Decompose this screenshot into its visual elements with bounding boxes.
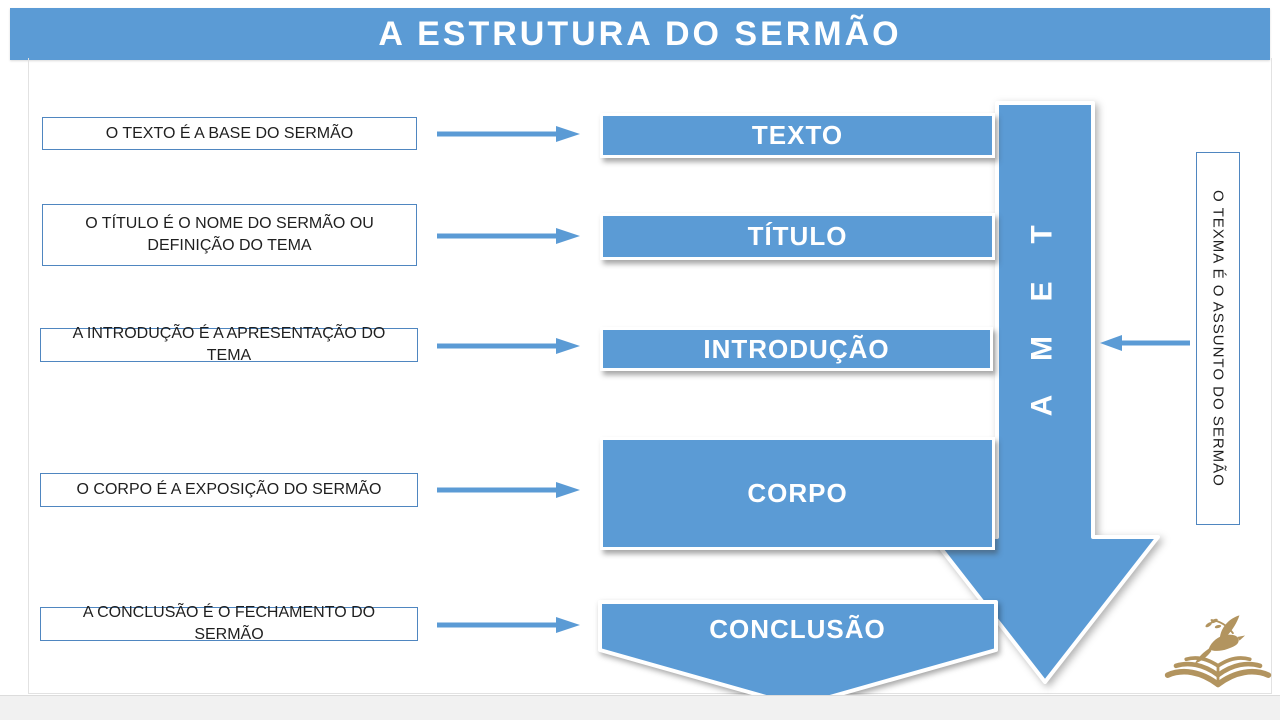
note-text: O TÍTULO É O NOME DO SERMÃO OU DEFINIÇÃO…	[85, 215, 374, 254]
stage-label: TÍTULO	[747, 221, 848, 251]
stage-label: CONCLUSÃO	[709, 613, 886, 644]
note-box-conclusao: A CONCLUSÃO É O FECHAMENTO DO SERMÃO	[40, 604, 418, 643]
tema-vertical-label: T E M A	[1012, 206, 1072, 434]
slide-bottom-margin	[0, 695, 1280, 720]
arrow-right-icon	[437, 126, 580, 142]
arrow-right-icon	[437, 228, 580, 244]
arrow-right-icon	[437, 338, 580, 354]
arrow-left-icon	[1100, 335, 1190, 351]
stage-label-conclusao: CONCLUSÃO	[600, 610, 995, 648]
note-box-titulo: O TÍTULO É O NOME DO SERMÃO OU DEFINIÇÃO…	[42, 204, 417, 266]
tema-letter: E	[1025, 281, 1059, 302]
note-text: A INTRODUÇÃO É A APRESENTAÇÃO DO TEMA	[72, 325, 386, 364]
tema-letter: A	[1025, 394, 1059, 417]
side-note-box: O TEXMA É O ASSUNTO DO SERMÃO	[1196, 152, 1240, 525]
stage-label: CORPO	[747, 478, 848, 508]
stage-box-conclusao	[598, 600, 998, 708]
dove-book-logo	[1164, 615, 1272, 688]
note-box-introducao: A INTRODUÇÃO É A APRESENTAÇÃO DO TEMA	[40, 325, 418, 364]
slide-title: A ESTRUTURA DO SERMÃO	[378, 14, 902, 53]
note-box-texto: O TEXTO É A BASE DO SERMÃO	[42, 117, 417, 150]
side-note-text: O TEXMA É O ASSUNTO DO SERMÃO	[1209, 190, 1227, 487]
stage-label: INTRODUÇÃO	[703, 333, 890, 364]
tema-letter: M	[1025, 336, 1059, 361]
stage-box-corpo: CORPO	[600, 437, 995, 550]
arrow-right-icon	[437, 482, 580, 498]
stage-box-titulo: TÍTULO	[600, 213, 995, 260]
note-text: O CORPO É A EXPOSIÇÃO DO SERMÃO	[76, 481, 382, 499]
title-bar: A ESTRUTURA DO SERMÃO	[10, 8, 1270, 60]
arrow-right-icon	[437, 617, 580, 633]
stage-box-introducao: INTRODUÇÃO	[600, 327, 993, 371]
note-text: O TEXTO É A BASE DO SERMÃO	[105, 124, 354, 142]
stage-label: TEXTO	[751, 120, 844, 150]
tema-letter: T	[1025, 225, 1059, 244]
note-text: A CONCLUSÃO É O FECHAMENTO DO SERMÃO	[82, 604, 376, 643]
stage-box-texto: TEXTO	[600, 113, 995, 158]
note-box-corpo: O CORPO É A EXPOSIÇÃO DO SERMÃO	[40, 473, 418, 507]
